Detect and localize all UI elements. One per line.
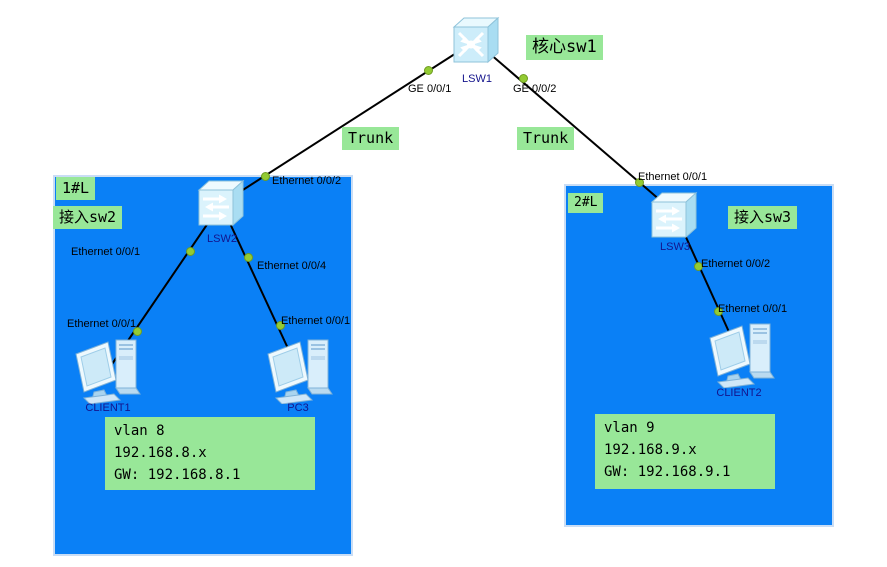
pc-icon — [709, 323, 775, 389]
device-label-lsw3: LSW3 — [660, 241, 690, 253]
tag-zone2[interactable]: 2#L — [568, 193, 604, 214]
port-label-client2-e1: Ethernet 0/0/1 — [718, 303, 788, 315]
port-label-lsw3-e1: Ethernet 0/0/1 — [638, 171, 708, 183]
port-label-lsw2-e4: Ethernet 0/0/4 — [257, 260, 327, 272]
pc-icon — [267, 339, 333, 405]
tag-access-sw2[interactable]: 接入sw2 — [53, 206, 123, 229]
device-label-lsw1: LSW1 — [462, 73, 492, 85]
tag-trunk-right[interactable]: Trunk — [517, 127, 575, 150]
pc-icon — [75, 339, 141, 405]
port-dot-lsw1-ge1 — [424, 66, 433, 75]
device-lsw1[interactable] — [448, 13, 504, 74]
port-label-lsw2-e1: Ethernet 0/0/1 — [71, 246, 141, 258]
port-label-client1-e1: Ethernet 0/0/1 — [67, 318, 137, 330]
device-label-client2: CLIENT2 — [716, 387, 762, 399]
link-lsw2-pc3 — [220, 203, 299, 371]
device-label-pc3: PC3 — [287, 402, 309, 414]
switch-icon — [650, 191, 698, 239]
device-lsw3[interactable] — [646, 188, 702, 249]
note-vlan9-line2: 192.168.9.x — [604, 442, 697, 458]
port-dot-lsw3-e2 — [694, 262, 703, 271]
port-dot-lsw1-ge2 — [519, 74, 528, 83]
port-dot-client2-e1 — [714, 307, 723, 316]
tag-trunk-left[interactable]: Trunk — [342, 127, 400, 150]
device-label-client1: CLIENT1 — [85, 402, 131, 414]
note-vlan9-line1: vlan 9 — [604, 420, 655, 436]
note-vlan8-line2: 192.168.8.x — [114, 445, 207, 461]
port-label-lsw3-e2: Ethernet 0/0/2 — [701, 258, 771, 270]
tag-core-sw1[interactable]: 核心sw1 — [526, 35, 603, 61]
note-vlan9-line3: GW: 192.168.9.1 — [604, 464, 731, 480]
port-dot-lsw2-e2 — [261, 172, 270, 181]
port-label-lsw1-ge1: GE 0/0/1 — [408, 83, 452, 95]
port-label-lsw1-ge2: GE 0/0/2 — [513, 83, 557, 95]
port-dot-lsw2-e4 — [244, 253, 253, 262]
tag-zone1[interactable]: 1#L — [56, 177, 96, 200]
link-lsw1-lsw3 — [474, 40, 676, 214]
port-label-pc3-e1: Ethernet 0/0/1 — [281, 315, 351, 327]
core-switch-icon — [452, 16, 500, 64]
device-label-lsw2: LSW2 — [207, 233, 237, 245]
device-pc3[interactable] — [262, 334, 336, 409]
port-dot-client1-e1 — [133, 327, 142, 336]
port-dot-lsw2-e1 — [186, 247, 195, 256]
port-dot-pc3-e1 — [276, 321, 285, 330]
device-client1[interactable] — [70, 334, 144, 409]
switch-icon — [197, 179, 245, 227]
note-vlan8[interactable]: vlan 8 192.168.8.x GW: 192.168.8.1 — [105, 417, 315, 490]
port-dot-lsw3-e1 — [635, 178, 644, 187]
device-client2[interactable] — [704, 318, 778, 393]
tag-access-sw3[interactable]: 接入sw3 — [728, 206, 798, 229]
note-vlan8-line1: vlan 8 — [114, 423, 165, 439]
device-lsw2[interactable] — [193, 176, 249, 237]
link-lsw1-lsw2 — [220, 40, 476, 205]
note-vlan9[interactable]: vlan 9 192.168.9.x GW: 192.168.9.1 — [595, 414, 775, 489]
port-label-lsw2-e2: Ethernet 0/0/2 — [272, 175, 342, 187]
note-vlan8-line3: GW: 192.168.8.1 — [114, 467, 241, 483]
